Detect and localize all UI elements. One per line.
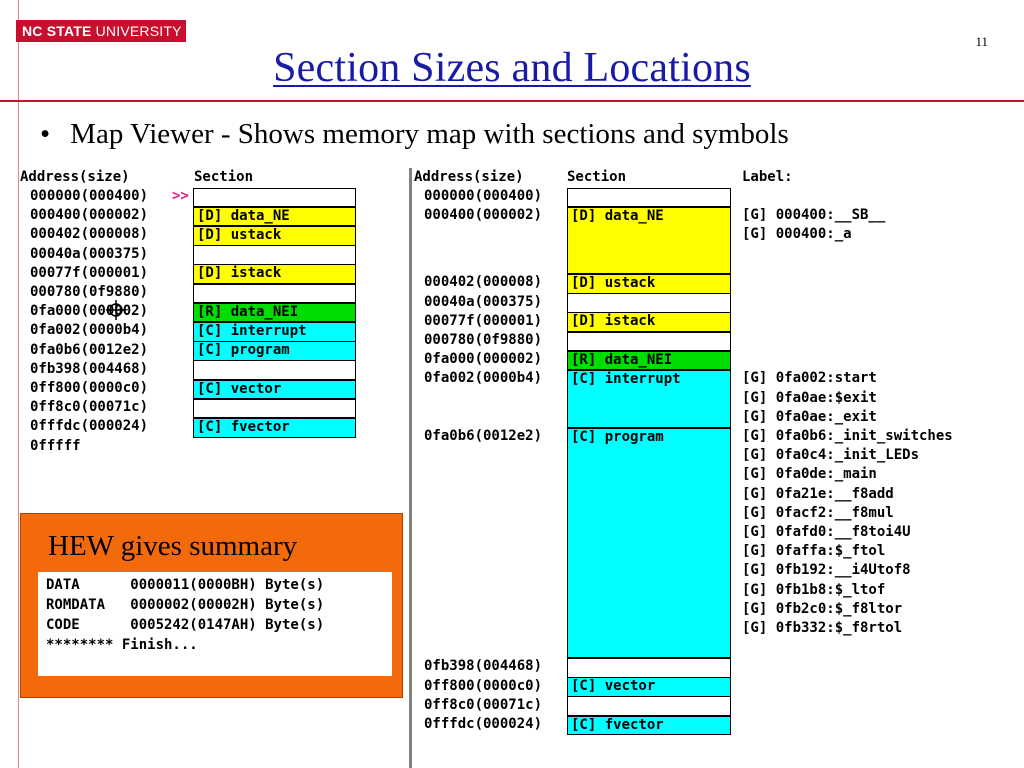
right-address-cell: 000402(000008) — [424, 274, 543, 291]
right-section-cell[interactable] — [567, 293, 731, 313]
callout-title: HEW gives summary — [48, 530, 298, 562]
summary-line: ******** Finish... — [46, 637, 198, 653]
symbol-label: [G] 0fb332:$_f8rtol — [742, 620, 903, 636]
symbol-label: [G] 0fa002:start — [742, 370, 877, 387]
right-section-cell[interactable]: [C] fvector — [567, 715, 731, 736]
left-address-cell: 0fa002(0000b4) — [30, 322, 149, 339]
bullet-marker: • — [40, 118, 51, 150]
right-header-section: Section — [567, 169, 627, 185]
right-section-cell[interactable] — [567, 331, 731, 352]
right-section-cell[interactable]: [R] data_NEI — [567, 350, 731, 371]
right-address-cell: 0fa000(000002) — [424, 351, 543, 368]
symbol-label: [G] 000400:_a — [742, 226, 852, 243]
symbol-label: [G] 0fb2c0:$_f8ltor — [742, 600, 903, 617]
left-section-cell[interactable]: [C] fvector — [193, 417, 356, 438]
current-row-arrow-icon: >> — [172, 188, 189, 204]
left-section-cell[interactable]: [C] program — [193, 341, 356, 361]
symbol-label: [G] 0fa21e:__f8add — [742, 485, 894, 502]
symbol-label: [G] 0fa0b6:_init_switches — [742, 428, 953, 444]
right-address-cell: 0fa002(0000b4) — [424, 370, 543, 387]
right-address-cell: 0fb398(004468) — [424, 658, 543, 675]
slide-title: Section Sizes and Locations — [273, 45, 751, 91]
left-header-address: Address(size) — [20, 169, 130, 185]
slide-left-rule — [18, 0, 19, 768]
left-address-cell: 0fb398(004468) — [30, 360, 149, 377]
symbol-label: [G] 0fb1b8:$_ltof — [742, 581, 886, 598]
symbol-label: [G] 000400:__SB__ — [742, 207, 886, 224]
symbol-label: [G] 0faffa:$_ftol — [742, 543, 886, 560]
window-separator[interactable] — [409, 168, 412, 768]
title-divider — [0, 100, 1024, 102]
left-address-cell: 0ff8c0(00071c) — [30, 399, 149, 416]
right-section-cell[interactable]: [C] vector — [567, 677, 731, 697]
left-end-address: 0fffff — [30, 437, 81, 454]
right-section-cell[interactable] — [567, 187, 731, 208]
symbol-label: [G] 0facf2:__f8mul — [742, 504, 894, 521]
right-section-cell[interactable]: [D] istack — [567, 312, 731, 332]
right-section-cell[interactable]: [D] ustack — [567, 273, 731, 294]
summary-line: DATA 0000011(0000BH) Byte(s) — [46, 577, 325, 593]
left-section-cell[interactable]: [D] data_NE — [193, 206, 356, 227]
symbol-label: [G] 0fa0de:_main — [742, 466, 877, 483]
left-address-cell: 0fffdc(000024) — [30, 418, 149, 435]
right-section-cell[interactable]: [C] program — [567, 427, 731, 659]
bullet-text: Map Viewer - Shows memory map with secti… — [70, 118, 789, 150]
right-address-cell: 0ff8c0(00071c) — [424, 696, 543, 713]
left-section-cell[interactable]: [C] interrupt — [193, 321, 356, 342]
right-address-cell: 0fa0b6(0012e2) — [424, 428, 543, 444]
right-address-cell: 0fffdc(000024) — [424, 716, 543, 732]
left-section-cell[interactable]: [R] data_NEI — [193, 302, 356, 323]
right-section-cell[interactable] — [567, 657, 731, 678]
right-section-cell[interactable] — [567, 696, 731, 716]
left-address-cell: 00040a(000375) — [30, 245, 149, 262]
left-section-cell[interactable] — [193, 245, 356, 265]
left-address-cell: 000780(0f9880) — [30, 284, 149, 300]
right-section-cell[interactable]: [C] interrupt — [567, 369, 731, 428]
right-address-cell: 0ff800(0000c0) — [424, 677, 543, 694]
left-address-cell: 000000(000400) — [30, 188, 149, 204]
symbol-label: [G] 0fa0c4:_init_LEDs — [742, 447, 920, 464]
right-address-cell: 00040a(000375) — [424, 293, 543, 310]
left-section-cell[interactable] — [193, 187, 356, 208]
right-header-address: Address(size) — [414, 169, 524, 185]
left-address-cell: 0ff800(0000c0) — [30, 380, 149, 396]
right-address-cell: 000780(0f9880) — [424, 332, 543, 348]
left-section-cell[interactable]: [D] ustack — [193, 225, 356, 246]
bullet-point: • Map Viewer - Shows memory map with sect… — [40, 118, 789, 151]
right-address-cell: 000000(000400) — [424, 188, 543, 204]
symbol-label: [G] 0fa0ae:$exit — [742, 389, 877, 406]
symbol-label: [G] 0fb192:__i4Utof8 — [742, 562, 911, 579]
summary-line: ROMDATA 0000002(00002H) Byte(s) — [46, 597, 325, 613]
left-address-cell: 0fa000(000002) — [30, 303, 149, 320]
right-address-cell: 00077f(000001) — [424, 312, 543, 329]
left-section-cell[interactable] — [193, 283, 356, 304]
left-section-cell[interactable] — [193, 398, 356, 419]
crosshair-cursor-icon — [106, 300, 126, 320]
left-section-cell[interactable]: [D] istack — [193, 264, 356, 284]
right-header-label: Label: — [742, 169, 793, 185]
symbol-label: [G] 0fafd0:__f8toi4U — [742, 524, 911, 540]
left-section-cell[interactable] — [193, 360, 356, 380]
left-header-section: Section — [194, 169, 254, 185]
summary-line: CODE 0005242(0147AH) Byte(s) — [46, 617, 325, 633]
right-section-cell[interactable]: [D] data_NE — [567, 206, 731, 275]
left-address-cell: 000400(000002) — [30, 207, 149, 224]
slide-number: 11 — [975, 34, 988, 49]
left-address-cell: 0fa0b6(0012e2) — [30, 341, 149, 358]
right-address-cell: 000400(000002) — [424, 207, 543, 224]
left-section-cell[interactable]: [C] vector — [193, 379, 356, 400]
summary-output-box: DATA 0000011(0000BH) Byte(s) ROMDATA 000… — [38, 572, 392, 676]
symbol-label: [G] 0fa0ae:_exit — [742, 408, 877, 425]
left-address-cell: 00077f(000001) — [30, 264, 149, 281]
university-logo: NC STATE UNIVERSITY — [16, 20, 186, 42]
left-address-cell: 000402(000008) — [30, 226, 149, 243]
